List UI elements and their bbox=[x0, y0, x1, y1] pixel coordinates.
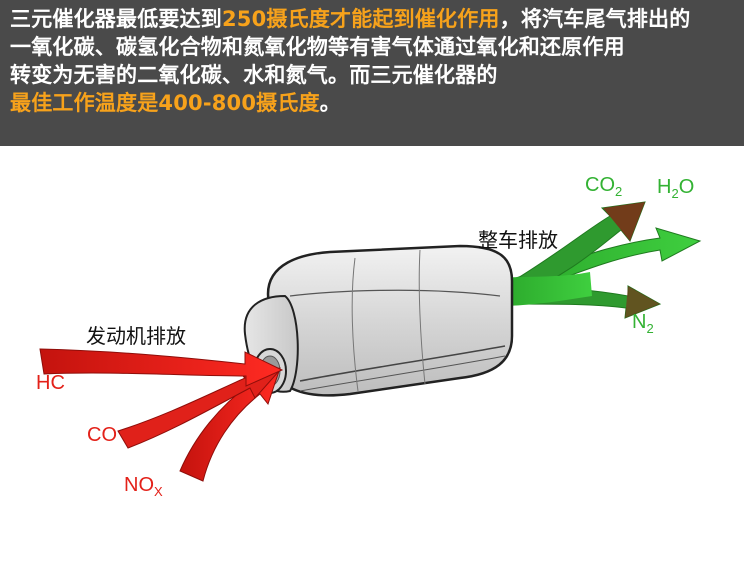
banner-line-3: 转变为无害的二氧化碳、水和氮气。而三元催化器的 bbox=[10, 63, 498, 87]
n2-label: N2 bbox=[632, 311, 654, 336]
banner-text: 。 bbox=[319, 91, 341, 115]
hc-label: HC bbox=[36, 372, 65, 394]
h2o-label-o: O bbox=[678, 176, 695, 198]
co2-label-main: CO bbox=[585, 174, 615, 196]
diagram-svg bbox=[39, 201, 702, 482]
catalytic-converter-diagram: 发动机排放 整车排放 HC CO NOX CO2 H2O N2 bbox=[0, 146, 744, 558]
banner-line-4: 最佳工作温度是400-800摄氏度。 bbox=[10, 90, 341, 116]
red-arrow-hc bbox=[39, 348, 284, 387]
highlight-text: 250摄氏度才能起到催化作用 bbox=[222, 7, 500, 31]
converter-panel-line-2 bbox=[418, 249, 426, 385]
raw-exhaust-arrows bbox=[39, 348, 284, 482]
converter-heat-shield-seam bbox=[289, 289, 501, 297]
description-banner: 三元催化器最低要达到250摄氏度才能起到催化作用，将汽车尾气排出的 一氧化碳、碳… bbox=[0, 0, 744, 146]
converter-shell bbox=[266, 244, 514, 397]
converter-panel-line bbox=[351, 257, 359, 392]
arrowhead-dark-co2 bbox=[603, 202, 645, 241]
n2-label-subscript: 2 bbox=[646, 321, 654, 336]
clean-exhaust-arrows bbox=[495, 201, 702, 319]
n2-label-main: N bbox=[632, 311, 647, 333]
converter-rib-2 bbox=[299, 355, 506, 392]
green-main-flow bbox=[495, 272, 592, 306]
h2o-label-h: H bbox=[657, 176, 672, 198]
co2-label: CO2 bbox=[585, 174, 622, 199]
h2o-label: H2O bbox=[657, 176, 694, 201]
banner-text: 三元催化器最低要达到 bbox=[10, 7, 222, 31]
converter-rib bbox=[299, 345, 506, 382]
vehicle-emission-label: 整车排放 bbox=[478, 228, 558, 252]
nox-label-main: NO bbox=[124, 474, 154, 496]
banner-text: ，将汽车尾气排出的 bbox=[499, 7, 691, 31]
h2o-label-subscript: 2 bbox=[671, 186, 679, 201]
engine-emission-label: 发动机排放 bbox=[86, 324, 186, 348]
red-arrow-co bbox=[117, 367, 282, 449]
highlight-text: 最佳工作温度是400-800摄氏度 bbox=[10, 91, 320, 115]
arrowhead-dark-n2 bbox=[625, 286, 660, 318]
banner-line-1: 三元催化器最低要达到250摄氏度才能起到催化作用，将汽车尾气排出的 bbox=[10, 6, 690, 32]
nox-label: NOX bbox=[124, 474, 163, 499]
catalytic-converter bbox=[243, 244, 514, 397]
nox-label-subscript: X bbox=[154, 484, 163, 499]
banner-line-2: 一氧化碳、碳氢化合物和氮氧化物等有害气体通过氧化和还原作用 bbox=[10, 35, 625, 59]
co2-label-subscript: 2 bbox=[615, 184, 623, 199]
co-label: CO bbox=[87, 424, 117, 446]
